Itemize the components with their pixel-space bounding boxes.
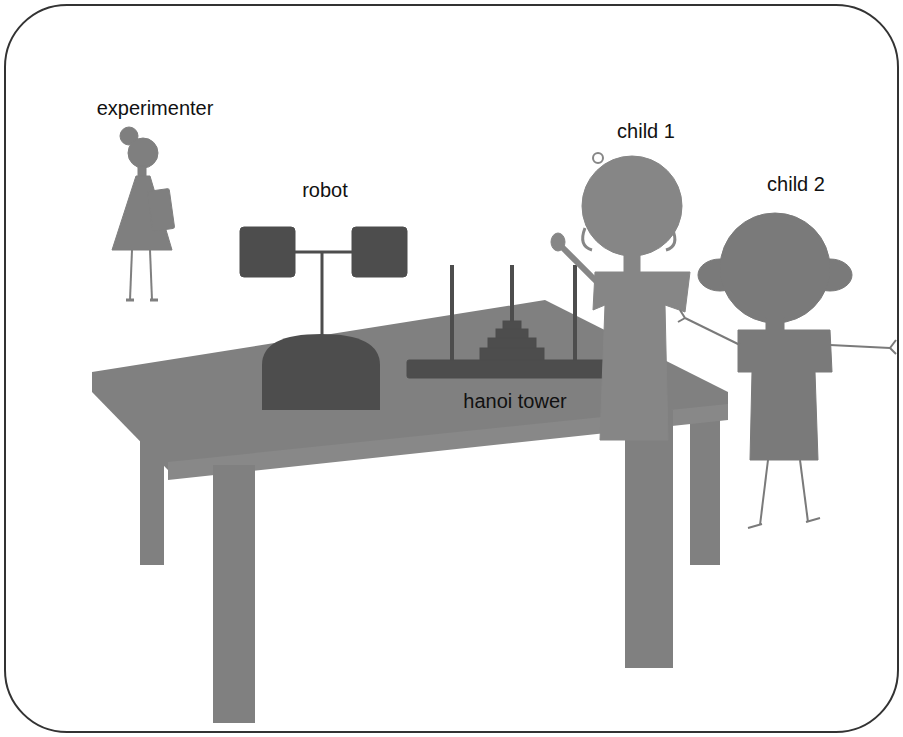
child1-figure <box>551 153 690 440</box>
experimenter-figure <box>112 127 175 300</box>
child2-figure <box>678 213 896 528</box>
frame <box>5 5 898 732</box>
child-label: child 2 <box>767 173 825 195</box>
hanoi-tower-label: hanoi tower <box>463 390 566 412</box>
robot-figure <box>240 227 407 410</box>
hanoi-tower-figure <box>407 265 622 378</box>
robot-label: robot <box>302 179 348 201</box>
experimenter-label: experimenter <box>97 97 214 119</box>
child-label: child 1 <box>617 120 675 142</box>
